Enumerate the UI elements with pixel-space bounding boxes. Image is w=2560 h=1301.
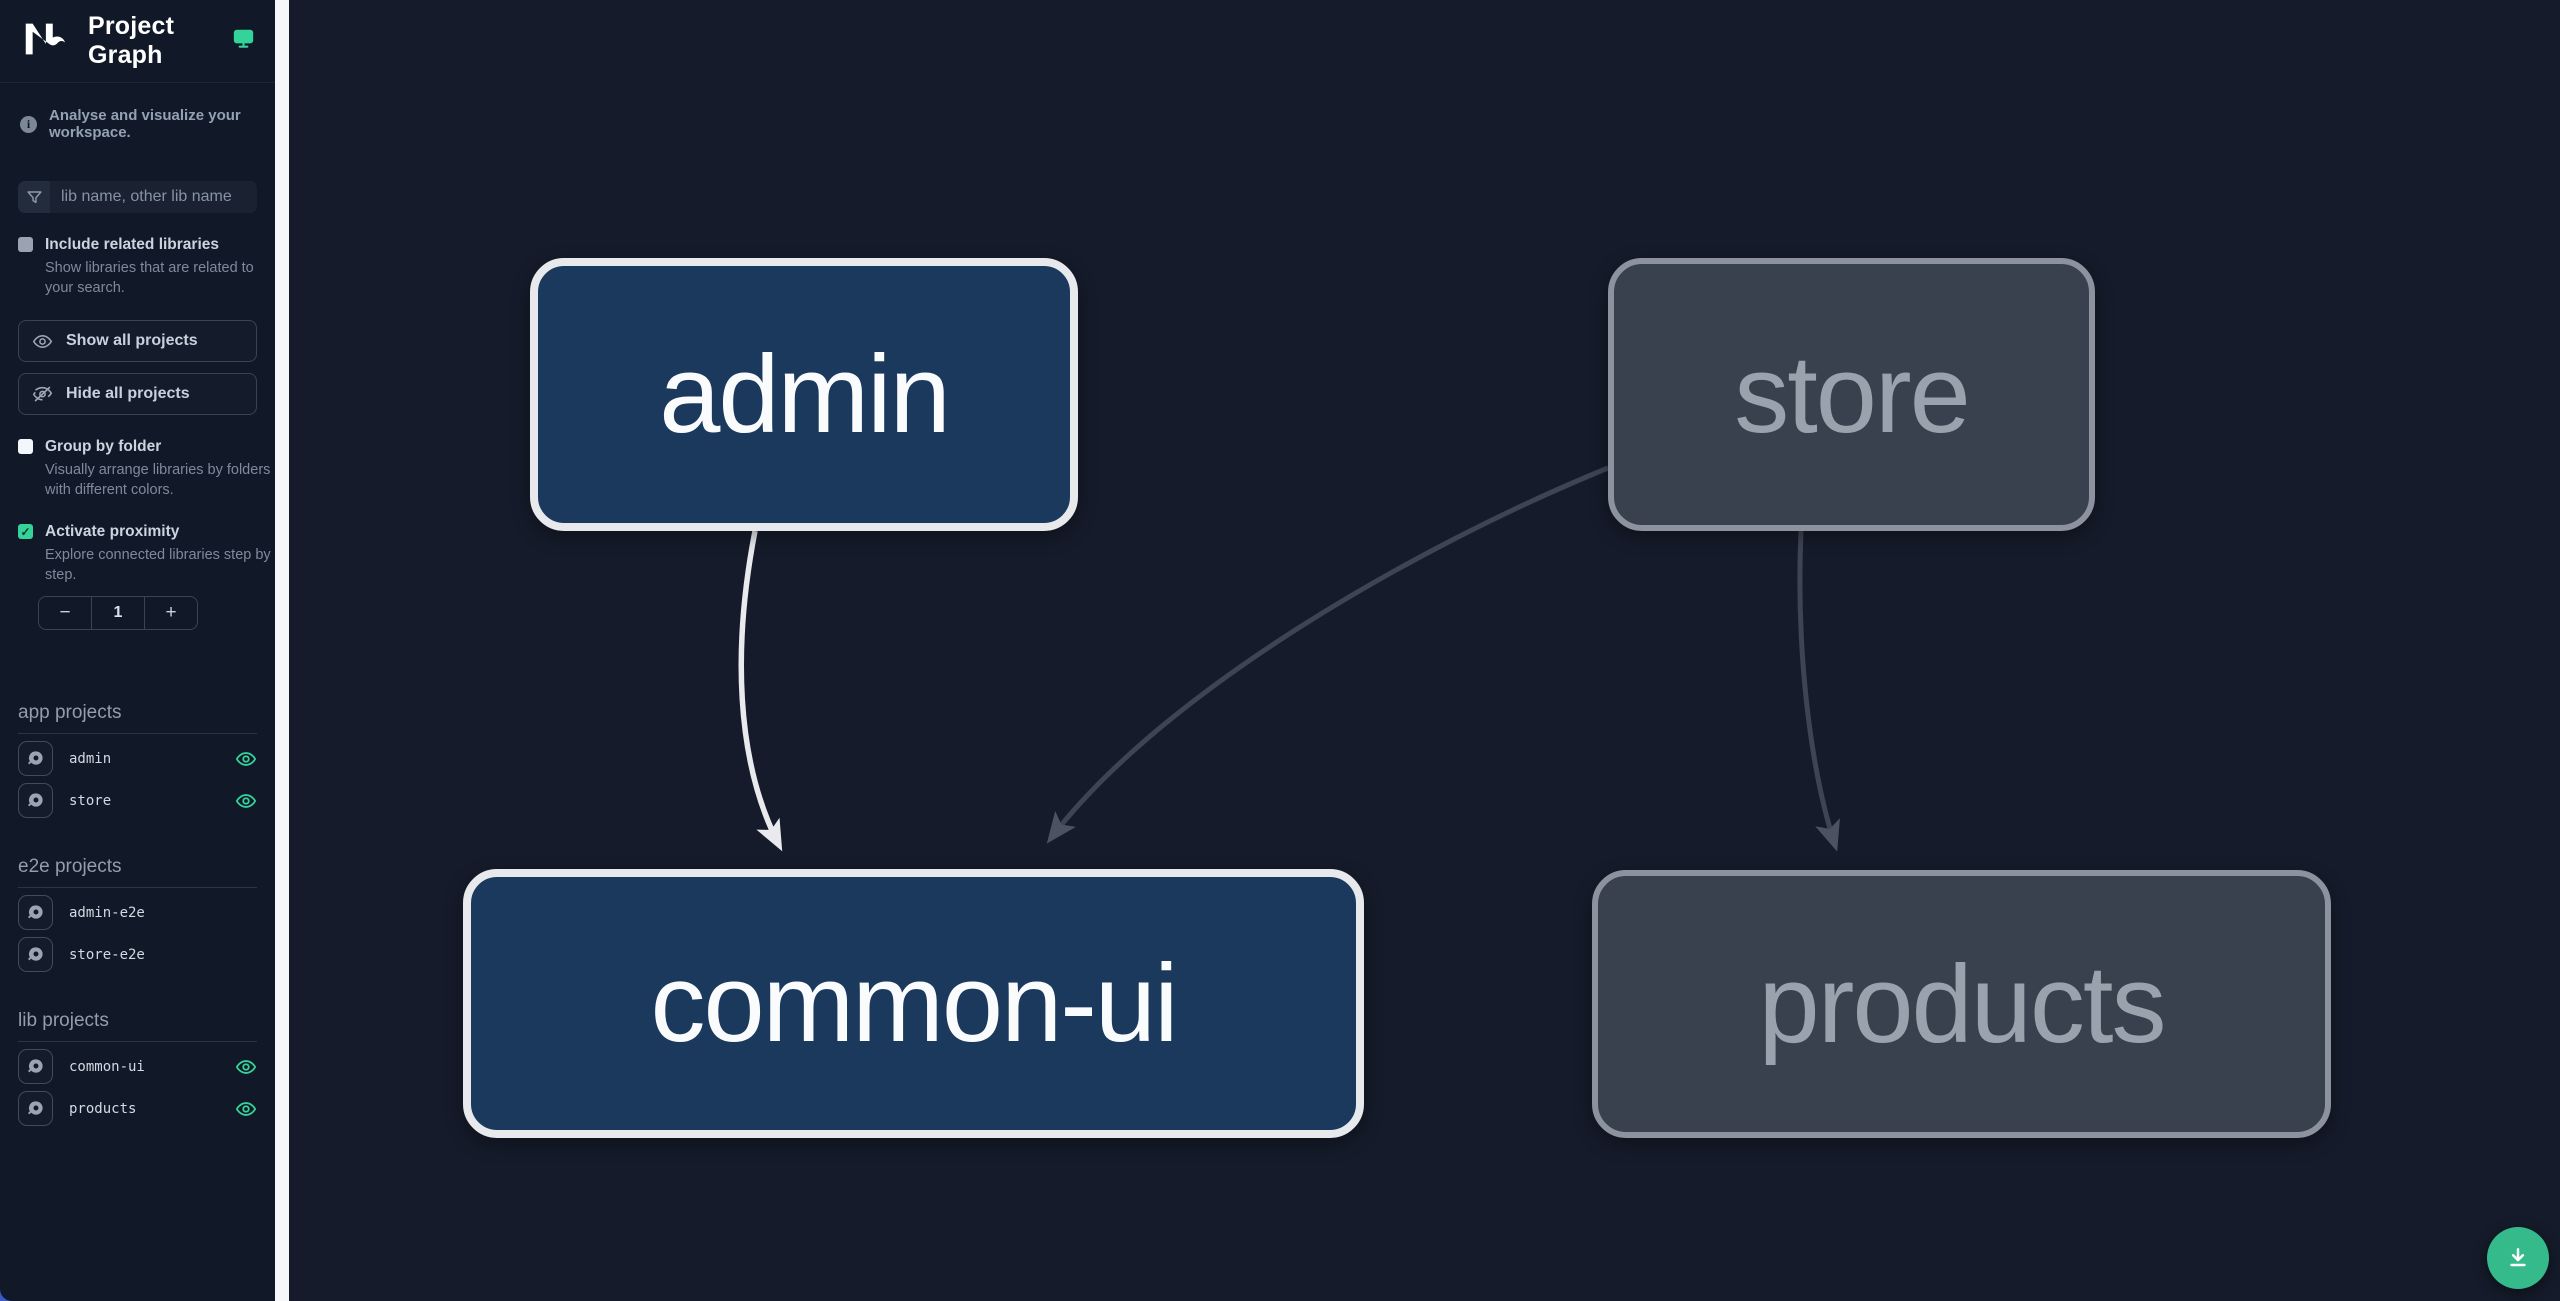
project-row-store[interactable]: store	[18, 783, 257, 818]
hide-all-projects-button[interactable]: Hide all projects	[18, 373, 257, 415]
focus-icon	[27, 947, 43, 961]
focus-project-button[interactable]	[18, 937, 53, 972]
node-label: common-ui	[650, 942, 1178, 1065]
focus-icon	[27, 1101, 43, 1115]
project-name[interactable]: admin	[69, 750, 112, 767]
toggle-visibility-eye-icon[interactable]	[235, 748, 257, 770]
focus-project-button[interactable]	[18, 1049, 53, 1084]
info-icon: i	[20, 115, 37, 133]
search-input[interactable]	[50, 181, 257, 213]
focus-icon	[27, 793, 43, 807]
section-title: app projects	[18, 702, 257, 734]
eye-off-icon	[32, 386, 53, 401]
project-name[interactable]: common-ui	[69, 1058, 145, 1075]
edge-admin-to-common-ui[interactable]	[738, 530, 783, 852]
focus-icon	[27, 905, 43, 919]
page-title: Project Graph	[88, 12, 175, 69]
edge-store-to-common-ui[interactable]	[1046, 465, 1609, 844]
focus-icon	[27, 1059, 43, 1073]
section-title: e2e projects	[18, 856, 257, 888]
group-by-folder-checkbox-row[interactable]: Group by folder Visually arrange librari…	[18, 437, 270, 500]
graph-node-common-ui[interactable]: common-ui	[463, 869, 1364, 1138]
project-name[interactable]: products	[69, 1100, 137, 1117]
node-label: admin	[659, 333, 951, 456]
nx-logo	[20, 16, 66, 67]
eye-icon	[32, 334, 53, 348]
sidebar-canvas-divider	[275, 0, 289, 1301]
filter-funnel-icon	[18, 181, 50, 213]
section-app-projects: app projects admin store	[18, 702, 257, 818]
project-row-store-e2e[interactable]: store-e2e	[18, 937, 257, 972]
focus-icon	[27, 751, 43, 765]
graph-canvas[interactable]: admin store common-ui products	[289, 0, 2560, 1301]
graph-node-admin[interactable]: admin	[530, 258, 1078, 531]
proximity-decrement-button[interactable]: −	[39, 597, 92, 629]
node-label: store	[1734, 333, 1971, 456]
project-row-common-ui[interactable]: common-ui	[18, 1049, 257, 1084]
proximity-stepper: − 1 +	[38, 596, 198, 630]
sidebar-header: Project Graph	[0, 0, 275, 83]
graph-node-products[interactable]: products	[1592, 870, 2331, 1138]
project-row-admin[interactable]: admin	[18, 741, 257, 776]
focus-project-button[interactable]	[18, 783, 53, 818]
proximity-increment-button[interactable]: +	[145, 597, 197, 629]
checkbox-checked[interactable]: ✓	[18, 524, 33, 539]
toggle-visibility-eye-icon[interactable]	[235, 1098, 257, 1120]
graph-node-store[interactable]: store	[1608, 258, 2095, 531]
node-label: products	[1758, 942, 2167, 1066]
include-related-checkbox-row[interactable]: Include related libraries Show libraries…	[18, 235, 257, 298]
section-lib-projects: lib projects common-ui products	[18, 1010, 257, 1126]
project-name[interactable]: store	[69, 792, 112, 809]
section-title: lib projects	[18, 1010, 257, 1042]
project-row-admin-e2e[interactable]: admin-e2e	[18, 895, 257, 930]
project-name[interactable]: admin-e2e	[69, 904, 145, 921]
download-icon	[2510, 1248, 2526, 1267]
checkbox-unchecked[interactable]	[18, 439, 33, 454]
toggle-visibility-eye-icon[interactable]	[235, 1056, 257, 1078]
sidebar: Project Graph i Analyse and visualize yo…	[0, 0, 275, 1301]
show-all-projects-button[interactable]: Show all projects	[18, 320, 257, 362]
focus-project-button[interactable]	[18, 1091, 53, 1126]
focus-project-button[interactable]	[18, 741, 53, 776]
proximity-value: 1	[92, 597, 145, 629]
section-e2e-projects: e2e projects admin-e2e store-e2e	[18, 856, 257, 972]
project-name[interactable]: store-e2e	[69, 946, 145, 963]
focus-project-button[interactable]	[18, 895, 53, 930]
edge-store-to-products[interactable]	[1797, 530, 1840, 852]
checkbox-unchecked[interactable]	[18, 237, 33, 252]
activate-proximity-checkbox-row[interactable]: ✓ Activate proximity Explore connected l…	[18, 522, 271, 585]
toggle-visibility-eye-icon[interactable]	[235, 790, 257, 812]
search-box	[18, 181, 257, 213]
workspace-tagline: i Analyse and visualize your workspace.	[20, 107, 255, 141]
edges-layer	[738, 465, 1840, 852]
project-row-products[interactable]: products	[18, 1091, 257, 1126]
monitor-icon	[232, 27, 255, 55]
download-graph-button[interactable]	[2487, 1227, 2549, 1289]
